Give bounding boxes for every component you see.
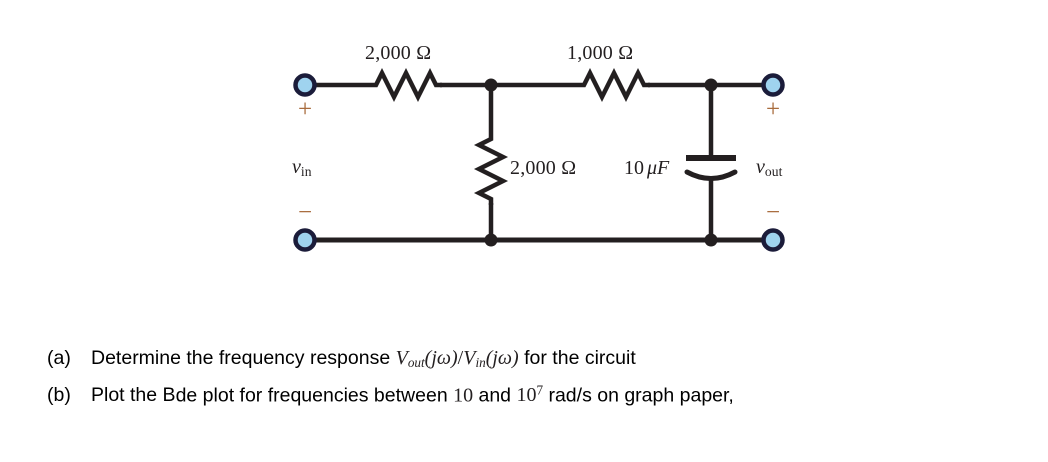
math-vout-arg: (jω) [424, 347, 458, 369]
question-a-tag: (a) [47, 347, 71, 369]
resistor-r2-symbol [578, 67, 650, 103]
vout-subscript: out [764, 163, 783, 179]
junction-dot-node-a-bottom [484, 233, 498, 247]
math-freq-base: 10 [516, 384, 537, 407]
math-slash: / [457, 347, 464, 369]
vin-symbol: v [292, 156, 301, 178]
question-b-and: and [473, 384, 517, 407]
math-vin-sub: in [475, 355, 486, 371]
polarity-plus-output: + [766, 96, 781, 123]
vin-subscript: in [300, 163, 312, 179]
polarity-minus-input: − [298, 199, 313, 226]
question-list: (a) Determine the frequency response Vou… [47, 344, 1037, 409]
capacitor-c1-unit: μF [647, 157, 670, 179]
capacitor-c1-value: 10 [624, 157, 644, 179]
terminal-output-negative [761, 228, 785, 252]
terminal-output-positive [761, 73, 785, 97]
math-freq-low: 10 [453, 384, 474, 407]
polarity-minus-output: − [766, 199, 781, 226]
math-vout-sub: out [407, 355, 425, 371]
question-b-math: 10 [453, 384, 473, 406]
math-vout: V [395, 347, 408, 369]
question-b-caret-region: Plot the B [91, 381, 176, 409]
question-b-tag: (b) [47, 384, 71, 407]
label-vin: vin [292, 157, 312, 179]
question-a-text-1: Determine the frequency response [91, 347, 396, 369]
question-b-math-high: 107 [516, 383, 544, 407]
terminal-input-negative [293, 228, 317, 252]
polarity-plus-input: + [298, 96, 313, 123]
junction-dot-node-b-top [704, 78, 718, 92]
question-b-text-1b: de plot for frequencies between [175, 384, 454, 407]
circuit-schematic-svg [293, 67, 785, 252]
vout-symbol: v [756, 156, 765, 178]
math-vin: V [463, 347, 476, 369]
junction-dot-node-a-top [484, 78, 498, 92]
resistor-r3-label: 2,000 Ω [510, 157, 577, 179]
question-item-a: (a) Determine the frequency response Vou… [47, 344, 1037, 377]
resistor-r1-label: 2,000 Ω [365, 42, 432, 64]
junction-dot-node-b-bottom [704, 233, 718, 247]
resistor-r1-symbol [370, 67, 442, 103]
question-item-b: (b) Plot the Bde plot for frequencies be… [47, 377, 1037, 409]
resistor-r2-label: 1,000 Ω [567, 42, 634, 64]
question-a-body: Determine the frequency response Vout(jω… [91, 344, 636, 377]
question-a-text-2: for the circuit [518, 347, 636, 369]
question-b-text-2: rad/s on graph paper, [543, 384, 734, 407]
resistor-r3-symbol [473, 133, 509, 205]
math-vin-arg: (jω) [485, 347, 519, 369]
label-vout: vout [756, 157, 783, 179]
question-b-text-1: Plot the B [91, 384, 176, 407]
question-a-math: Vout(jω)/Vin(jω) [395, 347, 519, 371]
math-freq-exponent: 7 [536, 383, 544, 399]
question-b-body: Plot the Bde plot for frequencies betwee… [91, 377, 734, 409]
terminal-input-positive [293, 73, 317, 97]
